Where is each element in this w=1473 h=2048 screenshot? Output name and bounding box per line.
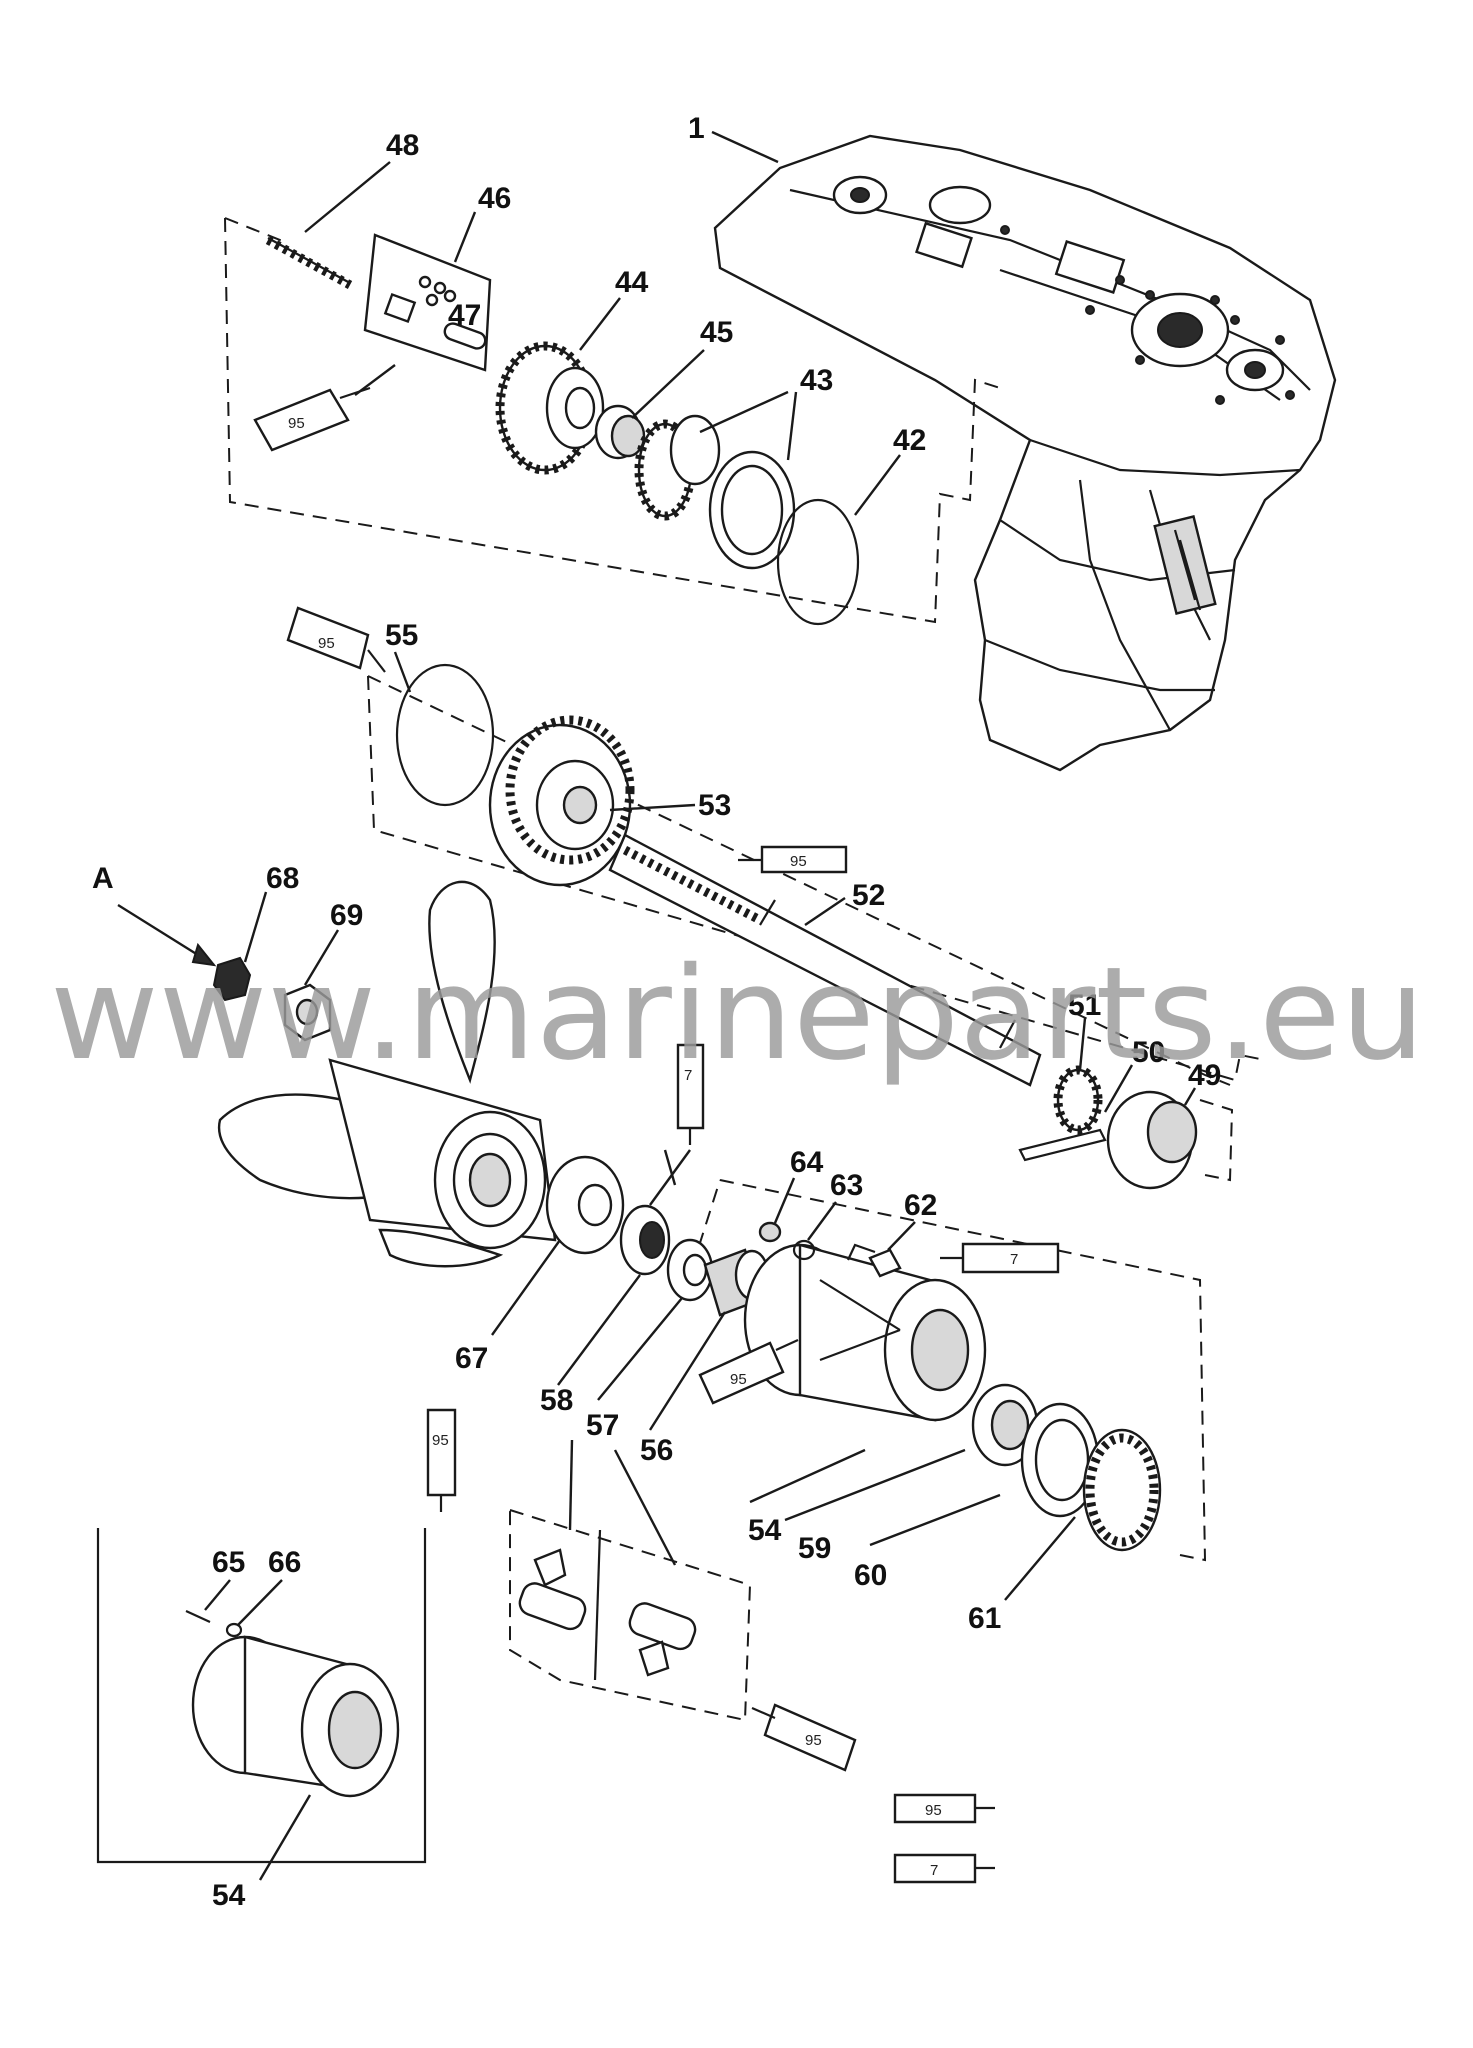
seal-kit-box: [509, 1508, 752, 1722]
lubricant-tube-1: 95: [253, 386, 371, 452]
callout-44: 44: [615, 266, 649, 299]
callout-56: 56: [640, 1434, 673, 1467]
part-51-bushing: [1053, 1065, 1103, 1135]
tube-label: 95: [790, 853, 807, 870]
part-69-tab-washer: [283, 983, 332, 1042]
callout-61: 61: [968, 1602, 1001, 1635]
gear-housing: [713, 134, 1337, 772]
part-61-thrust-bearing: [1082, 1428, 1162, 1552]
lubricant-tube-2: 95: [286, 606, 386, 673]
callout-1: 1: [688, 112, 705, 145]
lubricant-tube-6: 95: [698, 1338, 799, 1405]
part-49-shift-cam: [1018, 1090, 1198, 1190]
lubricant-tube-10: 7: [893, 1853, 995, 1884]
callout-46: 46: [478, 182, 511, 215]
part-53-forward-gear: [488, 715, 635, 887]
callout-62: 62: [904, 1189, 937, 1222]
lubricant-tube-9: 95: [893, 1793, 995, 1824]
callout-47: 47: [448, 299, 481, 332]
callout-55: 55: [385, 619, 418, 652]
callout-51: 51: [1068, 989, 1101, 1022]
callout-labels: 1 48 46 47 44 45 43 42 55 53 52 51 50 49…: [92, 112, 1221, 1912]
part-46-bag: [354, 233, 492, 396]
callout-54-inset: 54: [212, 1879, 246, 1912]
part-43-tapered-bearing: [634, 414, 796, 570]
lubricant-tube-3: 95: [738, 845, 848, 874]
part-42-o-ring: [776, 498, 860, 626]
watermark-text: www.marineparts.eu: [50, 940, 1425, 1089]
callout-60: 60: [854, 1559, 887, 1592]
tube-label: 95: [805, 1732, 822, 1749]
tube-label: 95: [288, 415, 305, 432]
tube-label: 7: [930, 1862, 938, 1879]
callout-66: 66: [268, 1546, 301, 1579]
part-48-stud: [265, 236, 353, 289]
callout-43: 43: [800, 364, 833, 397]
tube-label: 7: [1010, 1251, 1018, 1268]
callout-52: 52: [852, 879, 885, 912]
leader-lines: [204, 130, 1197, 1881]
lubricant-tube-7: 95: [426, 1408, 457, 1512]
part-64-nut: [758, 1221, 782, 1243]
callout-64: 64: [790, 1146, 824, 1179]
callout-45: 45: [700, 316, 733, 349]
callout-58: 58: [540, 1384, 573, 1417]
callout-54: 54: [748, 1514, 782, 1547]
callout-42: 42: [893, 424, 926, 457]
callout-68: 68: [266, 862, 299, 895]
callout-67: 67: [455, 1342, 488, 1375]
part-67-thrust-washer: [545, 1155, 625, 1255]
callout-49: 49: [1188, 1059, 1221, 1092]
part-63-washer: [792, 1239, 816, 1261]
callout-69: 69: [330, 899, 363, 932]
propeller: [217, 880, 557, 1268]
part-44-pinion-gear: [495, 341, 605, 475]
part-52-propeller-shaft: [608, 833, 1042, 1087]
part-45-bearing-cup: [594, 404, 646, 460]
tube-label: 95: [730, 1371, 747, 1388]
lubricant-tube-4: 7: [676, 1043, 705, 1145]
lubricant-tube-8: 95: [751, 1703, 857, 1772]
part-68-prop-nut: [212, 956, 252, 1002]
part-62-pin: [847, 1243, 902, 1278]
part-58-seal: [619, 1204, 671, 1276]
callout-59: 59: [798, 1532, 831, 1565]
tube-label: 95: [318, 635, 335, 652]
callout-65: 65: [212, 1546, 245, 1579]
part-59-roller-bearing: [971, 1383, 1039, 1467]
part-54-bearing-carrier: [743, 1243, 987, 1422]
view-marker-a: A: [92, 862, 114, 895]
inset-box-alt-carrier: [96, 1528, 427, 1864]
part-55-o-ring: [395, 663, 495, 807]
callout-48: 48: [386, 129, 419, 162]
callout-53: 53: [698, 789, 731, 822]
callout-50: 50: [1132, 1036, 1165, 1069]
lubricant-tube-5: 7: [940, 1242, 1060, 1274]
callout-57: 57: [586, 1409, 619, 1442]
callout-63: 63: [830, 1169, 863, 1202]
view-arrow-a: [117, 903, 217, 967]
tube-label: 95: [432, 1432, 449, 1449]
tube-label: 7: [684, 1067, 692, 1084]
tube-label: 95: [925, 1802, 942, 1819]
